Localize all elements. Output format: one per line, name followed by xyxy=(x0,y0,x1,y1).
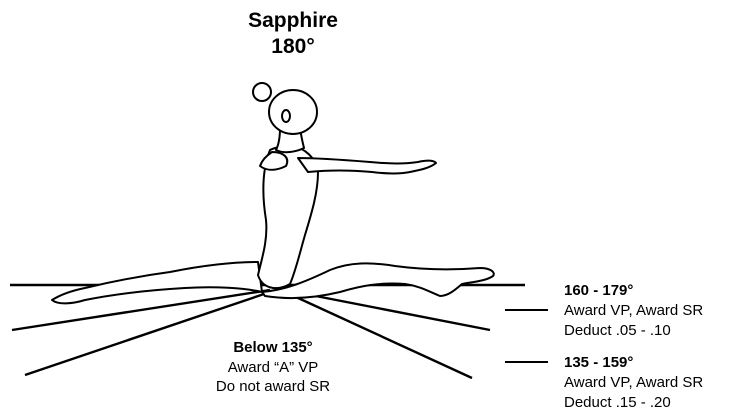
gymnast-figure xyxy=(52,83,494,303)
zone-135-range: 135 - 159° xyxy=(564,354,633,371)
zone-135-deduct: Deduct .15 - .20 xyxy=(564,394,671,411)
zone-160-range: 160 - 179° xyxy=(564,282,633,299)
angle-line-left-1 xyxy=(12,290,270,330)
zone-below-135-note: Do not award SR xyxy=(188,378,358,395)
zone-160-award: Award VP, Award SR xyxy=(564,302,703,319)
skill-angle: 180° xyxy=(213,34,373,60)
gymnast-ear xyxy=(282,110,290,122)
zone-below-135-range: Below 135° xyxy=(188,339,358,356)
skill-name: Sapphire xyxy=(213,8,373,34)
gymnast-back-arm xyxy=(260,152,287,170)
gymnast-hair-bun xyxy=(253,83,271,101)
zone-135-award: Award VP, Award SR xyxy=(564,374,703,391)
zone-below-135-award: Award “A” VP xyxy=(188,359,358,376)
gymnast-front-arm xyxy=(298,158,436,174)
gymnast-head xyxy=(269,90,317,134)
zone-160-deduct: Deduct .05 - .10 xyxy=(564,322,671,339)
gymnast-front-leg xyxy=(262,263,494,298)
